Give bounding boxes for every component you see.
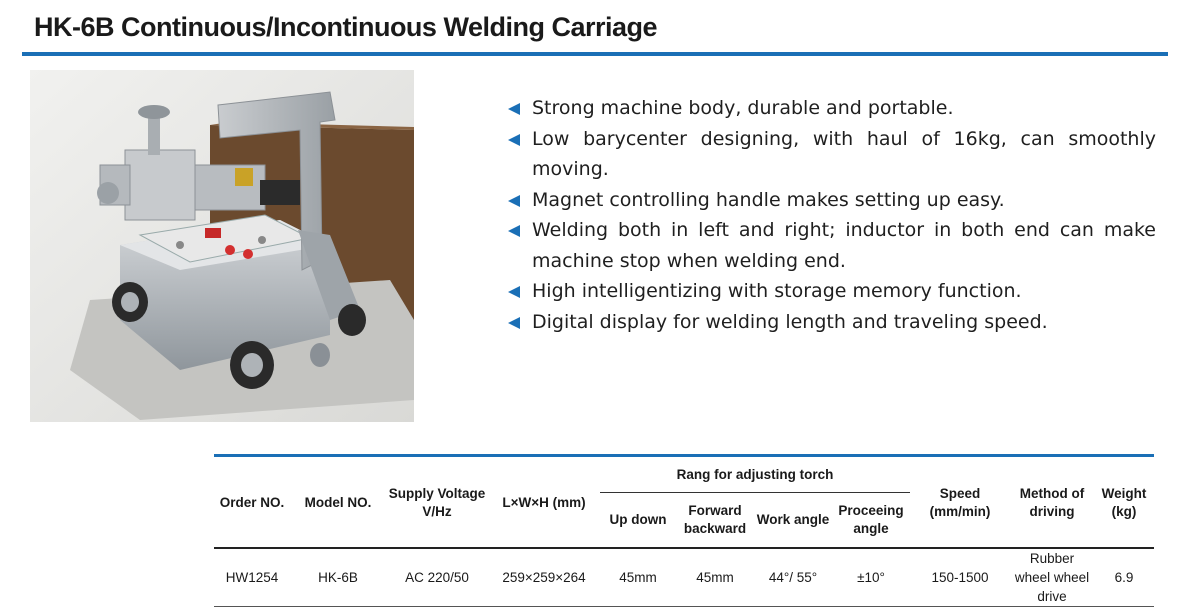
feature-item: High intelligentizing with storage memor… bbox=[508, 276, 1156, 307]
spec-table-top-rule bbox=[214, 454, 1154, 457]
bullet-arrow-icon bbox=[508, 133, 520, 146]
bullet-arrow-icon bbox=[508, 194, 520, 207]
header-supply-voltage: Supply Voltage V/Hz bbox=[388, 485, 486, 519]
bullet-arrow-icon bbox=[508, 316, 520, 329]
cell-weight: 6.9 bbox=[1094, 548, 1154, 607]
header-work-angle: Work angle bbox=[756, 511, 830, 527]
header-speed: Speed (mm/min) bbox=[929, 485, 991, 519]
feature-item: Welding both in left and right; inductor… bbox=[508, 215, 1156, 276]
cell-up-down: 45mm bbox=[600, 548, 676, 607]
header-forward-backward: Forward backward bbox=[683, 502, 747, 536]
cell-method: Rubber wheel wheel drive bbox=[1010, 548, 1094, 607]
cell-forward-backward: 45mm bbox=[676, 548, 754, 607]
header-method: Method of driving bbox=[1019, 485, 1085, 519]
bullet-arrow-icon bbox=[508, 286, 520, 298]
table-row: HW1254 HK-6B AC 220/50 259×259×264 45mm … bbox=[214, 548, 1154, 607]
product-photo bbox=[30, 70, 414, 422]
cell-proceeding-angle: ±10° bbox=[832, 548, 910, 607]
feature-list: Strong machine body, durable and portabl… bbox=[508, 93, 1156, 337]
header-order-no: Order NO. bbox=[219, 494, 285, 510]
spec-table: Order NO. Model NO. Supply Voltage V/Hz … bbox=[214, 458, 1154, 607]
bullet-arrow-icon bbox=[508, 225, 520, 237]
title-underline bbox=[22, 52, 1168, 56]
cell-speed: 150-1500 bbox=[910, 548, 1010, 607]
cell-supply-voltage: AC 220/50 bbox=[386, 548, 488, 607]
cell-order-no: HW1254 bbox=[214, 548, 290, 607]
header-torch-range: Rang for adjusting torch bbox=[600, 458, 910, 493]
header-weight: Weight (kg) bbox=[1101, 485, 1147, 519]
feature-item: Magnet controlling handle makes setting … bbox=[508, 185, 1156, 216]
page-title: HK-6B Continuous/Incontinuous Welding Ca… bbox=[34, 12, 658, 42]
feature-item: Digital display for welding length and t… bbox=[508, 307, 1156, 338]
cell-model-no: HK-6B bbox=[290, 548, 386, 607]
welding-carriage-illustration bbox=[30, 70, 414, 422]
bullet-arrow-icon bbox=[508, 103, 520, 115]
header-proceeding-angle: Proceeing angle bbox=[838, 502, 904, 536]
header-up-down: Up down bbox=[609, 511, 667, 527]
cell-dimensions: 259×259×264 bbox=[488, 548, 600, 607]
header-model-no: Model NO. bbox=[304, 494, 372, 510]
header-dimensions: L×W×H (mm) bbox=[502, 494, 586, 510]
feature-item: Low barycenter designing, with haul of 1… bbox=[508, 124, 1156, 185]
cell-work-angle: 44°/ 55° bbox=[754, 548, 832, 607]
feature-item: Strong machine body, durable and portabl… bbox=[508, 93, 1156, 124]
